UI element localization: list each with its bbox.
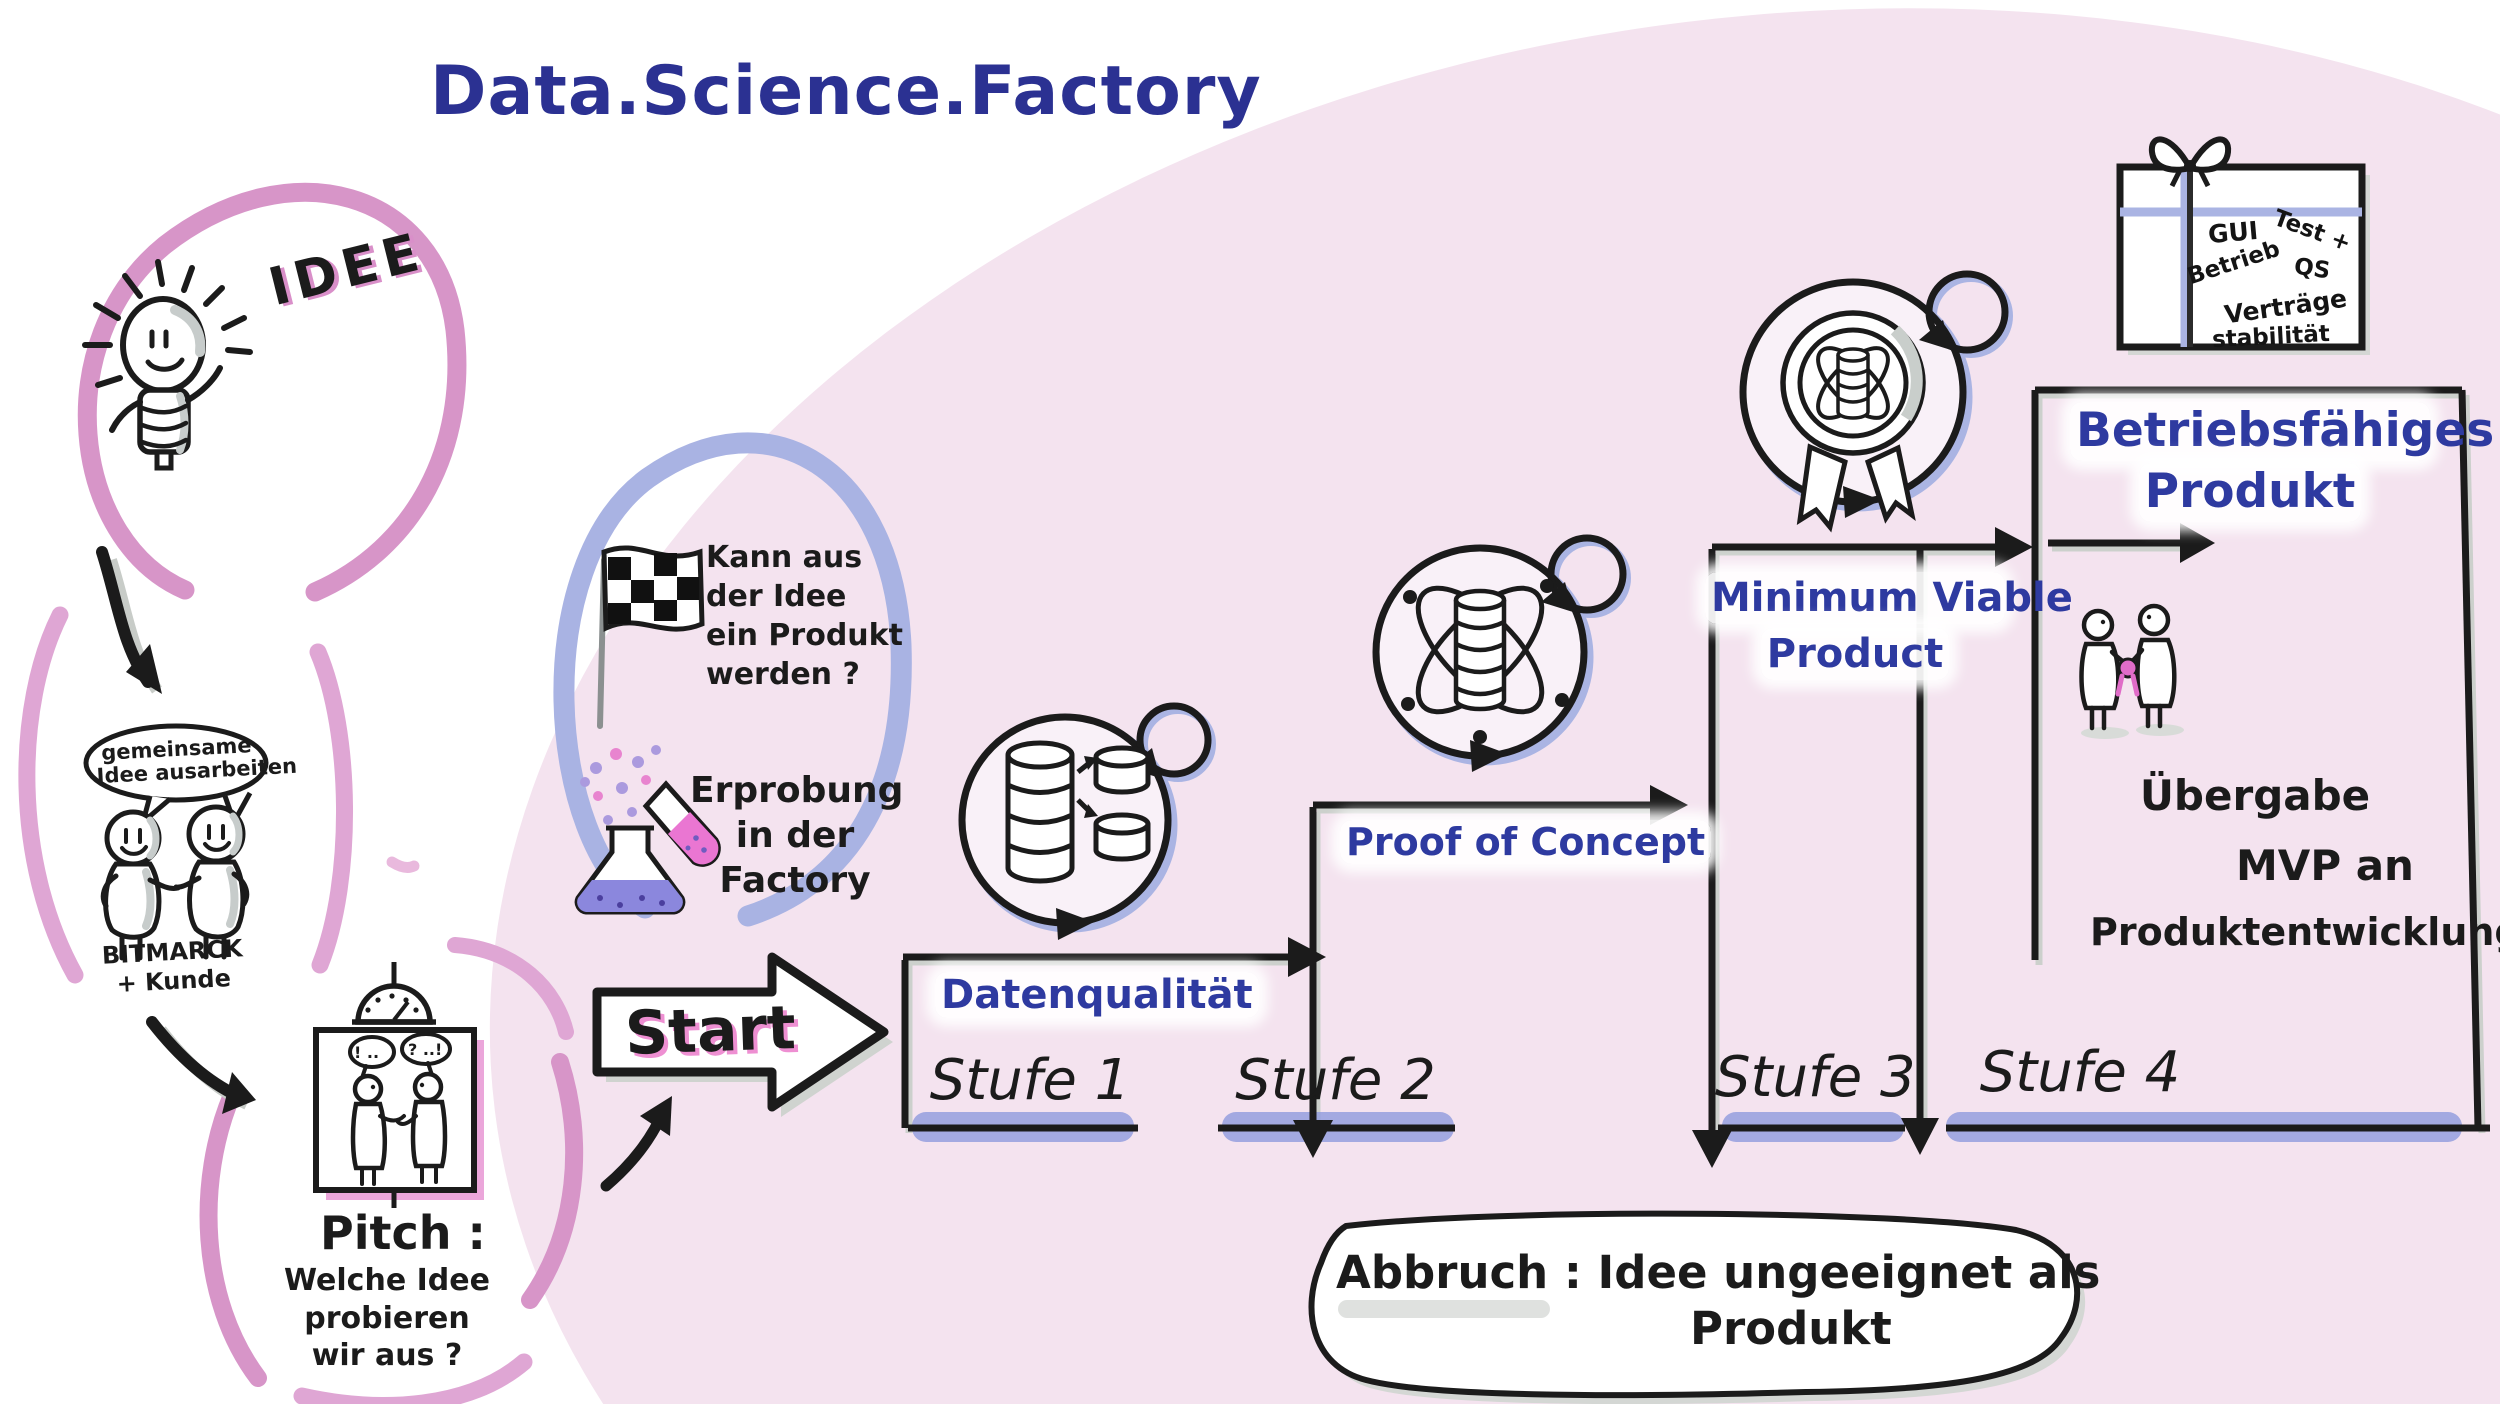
stufe-3: Stufe 3 <box>1715 1045 1916 1110</box>
stage-label-4: Betriebsfähiges Produkt <box>2070 402 2494 522</box>
gate-trial-label: Erprobung in der Factory <box>690 768 904 903</box>
gate-question-line-2: der Idee <box>706 579 847 614</box>
atom-icon <box>1401 579 1569 744</box>
stage-label-4-line-2: Produkt <box>2138 462 2362 522</box>
page-title: Data.Science.Factory <box>430 52 1262 131</box>
checkered-flag-icon <box>597 545 705 729</box>
pitch-question-line-2: probieren <box>304 1300 470 1336</box>
speech-bubble-text: gemeinsame Idee ausarbeiten <box>95 733 297 789</box>
stage-label-3-line-1: Minimum Viable <box>1705 572 2073 624</box>
handshake-figures <box>2079 603 2184 739</box>
gift-label-qs: QS <box>2292 253 2332 285</box>
gift-box <box>2116 136 2370 355</box>
gate-question-line-1: Kann aus <box>706 540 863 575</box>
gate-trial-line-3: Factory <box>719 860 871 901</box>
stufe-1: Stufe 1 <box>929 1048 1131 1113</box>
stufe-4: Stufe 4 <box>1979 1040 2181 1105</box>
abort-text-line-1: Abbruch : Idee ungeeignet als <box>1336 1246 2101 1299</box>
stage-label-1: Datenqualität <box>935 972 1259 1018</box>
pitch-bubble-right: ? ..! <box>408 1040 443 1059</box>
stufe-2: Stufe 2 <box>1235 1048 1436 1113</box>
lightbulb-character <box>82 259 253 471</box>
flask-icon <box>574 745 721 915</box>
handover-line-1: Übergabe <box>2139 771 2371 820</box>
stage-label-3: Minimum Viable Product <box>1705 572 2073 680</box>
pitch-title: Pitch : <box>320 1206 486 1260</box>
gate-blob-outline <box>553 432 912 927</box>
team-figures <box>100 804 250 961</box>
step-lines <box>901 386 2490 1168</box>
start-label: Start <box>623 993 797 1069</box>
stage2-iteration-circle <box>1372 534 1631 772</box>
abort-bubble <box>1308 1210 2086 1404</box>
idea-arrow <box>96 546 162 694</box>
step-lines-shadow <box>905 391 2486 1135</box>
rosette-icon <box>1780 310 1926 533</box>
database-icon <box>1005 740 1151 884</box>
stage-label-2-text: Proof of Concept <box>1340 820 1712 864</box>
gift-bow-icon <box>2148 136 2232 188</box>
handover-line-2: MVP an <box>2236 841 2414 890</box>
team-label: BITMARCK + Kunde <box>87 934 260 1000</box>
gate-question-line-4: werden ? <box>706 657 860 692</box>
pitch-figures <box>348 1032 452 1186</box>
stage-label-3-line-2: Product <box>1760 628 1950 680</box>
handover-line-3: Produktentwicklung <box>2090 910 2500 954</box>
pitch-arrow <box>146 1016 256 1114</box>
stage3-iteration-circle <box>1739 270 2013 533</box>
pitch-question-line-1: Welche Idee <box>284 1263 490 1298</box>
gate-trial-line-2: in der <box>735 815 855 856</box>
flask-bubbles <box>580 745 661 825</box>
start-feed-arrow <box>600 1096 672 1192</box>
pink-blob-background <box>489 8 2500 1404</box>
stage-label-4-line-1: Betriebsfähiges <box>2070 402 2494 461</box>
handover-text: Übergabe MVP an Produktentwicklung <box>2090 771 2500 954</box>
start-arrow <box>592 952 893 1117</box>
pitch-gauge-icon <box>352 962 436 1025</box>
pitch-bubble-left: ! .. <box>354 1043 380 1062</box>
idea-blob-outline <box>18 182 584 1404</box>
stage-label-2: Proof of Concept <box>1340 820 1712 864</box>
stage1-iteration-circle <box>958 702 1216 940</box>
pitch-box <box>313 962 484 1208</box>
pitch-question-line-3: wir aus ? <box>311 1338 463 1373</box>
stage-label-1-text: Datenqualität <box>935 972 1259 1018</box>
abort-text-line-2: Produkt <box>1690 1302 1892 1355</box>
gate-question-line-3: ein Produkt <box>706 618 903 653</box>
pitch-question: Welche Idee probieren wir aus ? <box>262 1262 512 1375</box>
gate-trial-line-1: Erprobung <box>690 770 904 811</box>
gate-question: Kann aus der Idee ein Produkt werden ? <box>706 538 903 694</box>
